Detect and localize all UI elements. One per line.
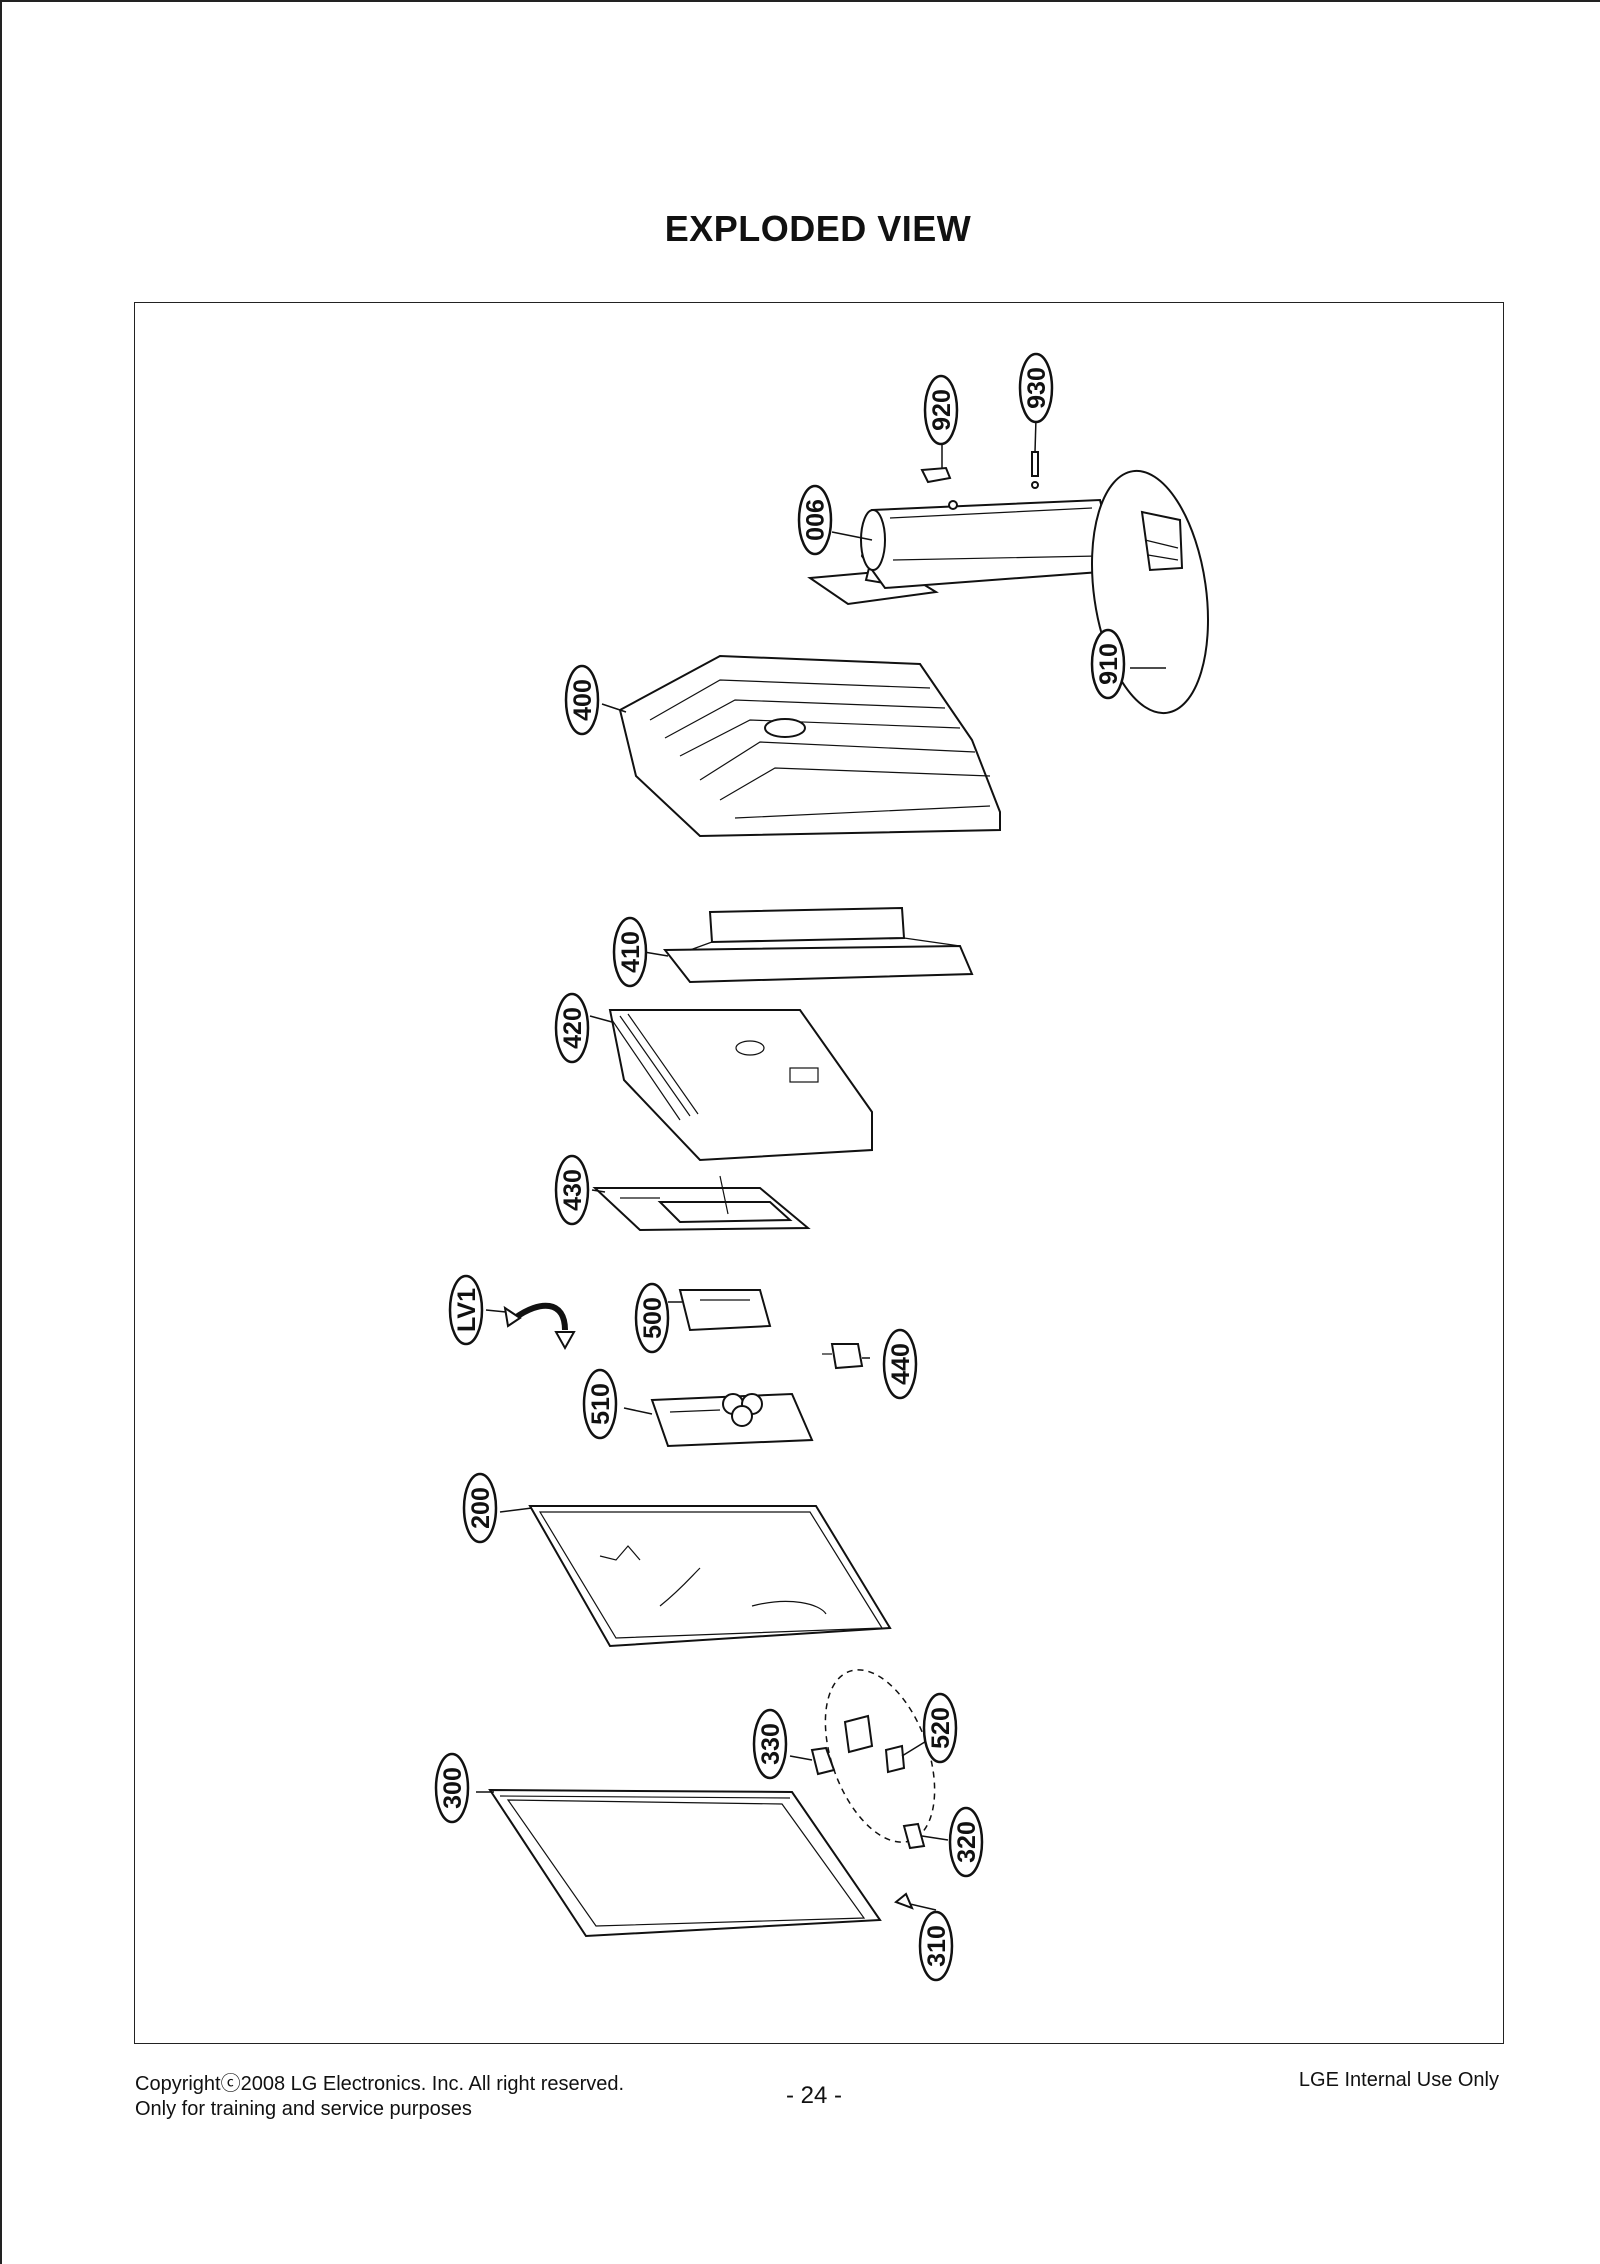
callout-900: 900 [797,484,833,556]
internal-use-label: LGE Internal Use Only [1298,2069,1499,2091]
diagram-frame [134,302,1504,2044]
svg-text:310: 310 [923,1925,951,1967]
svg-text:440: 440 [887,1343,915,1385]
callout-310: 310 [918,1910,954,1982]
callout-910: 910 [1090,628,1126,700]
power-board-part [678,1289,772,1332]
callout-320: 320 [948,1806,984,1878]
svg-text:500: 500 [639,1297,667,1339]
interface-board-part [650,1392,814,1448]
callout-920: 920 [923,374,959,446]
bracket-part [592,1175,811,1232]
callout-400: 400 [564,664,600,736]
svg-text:520: 520 [927,1707,955,1749]
svg-text:330: 330 [757,1723,785,1765]
lcd-panel-part [528,1505,892,1648]
footer-left: Copyrightⓒ2008 LG Electronics. Inc. All … [135,2072,624,2122]
copyright-text: Copyrightⓒ2008 LG Electronics. Inc. All … [135,2073,625,2095]
svg-text:410: 410 [617,931,645,973]
callout-330: 330 [752,1708,788,1780]
board-shield-part [662,906,974,984]
svg-text:510: 510 [587,1383,615,1425]
back-cover-part [618,654,1001,838]
hinge-cover-part [920,466,958,510]
svg-text:LV1: LV1 [453,1288,481,1332]
chassis-frame-part [608,1009,873,1162]
callout-430: 430 [554,1154,590,1226]
front-cabinet-part [488,1788,882,1938]
svg-text:400: 400 [569,679,597,721]
power-button-part [902,1822,926,1850]
callout-500: 500 [634,1282,670,1354]
callout-510: 510 [582,1368,618,1440]
callout-410: 410 [612,916,648,988]
stand-neck-part [807,498,1114,606]
svg-text:200: 200 [467,1487,495,1529]
svg-text:420: 420 [559,1007,587,1049]
svg-text:430: 430 [559,1169,587,1211]
svg-text:930: 930 [1023,367,1051,409]
svg-text:900: 900 [800,499,828,541]
button-part [810,1746,836,1776]
callout-300: 300 [434,1752,470,1824]
callout-200: 200 [462,1472,498,1544]
svg-text:920: 920 [928,389,956,431]
purpose-text: Only for training and service purposes [135,2098,472,2120]
callout-420: 420 [554,992,590,1064]
lvds-cable-part [503,1302,576,1351]
screw-part [1031,451,1039,489]
callout-lv1: LV1 [448,1274,484,1346]
connector-part [822,1343,864,1370]
led-lens-part [894,1892,914,1910]
svg-text:300: 300 [439,1767,467,1809]
page-number: - 24 - [786,2082,843,2109]
callout-440: 440 [882,1328,918,1400]
callout-520: 520 [922,1692,958,1764]
leader-lines [476,417,1166,1911]
svg-text:320: 320 [953,1821,981,1863]
svg-text:910: 910 [1095,643,1123,685]
callout-930: 930 [1018,352,1054,424]
page-title: EXPLODED VIEW [664,208,972,249]
